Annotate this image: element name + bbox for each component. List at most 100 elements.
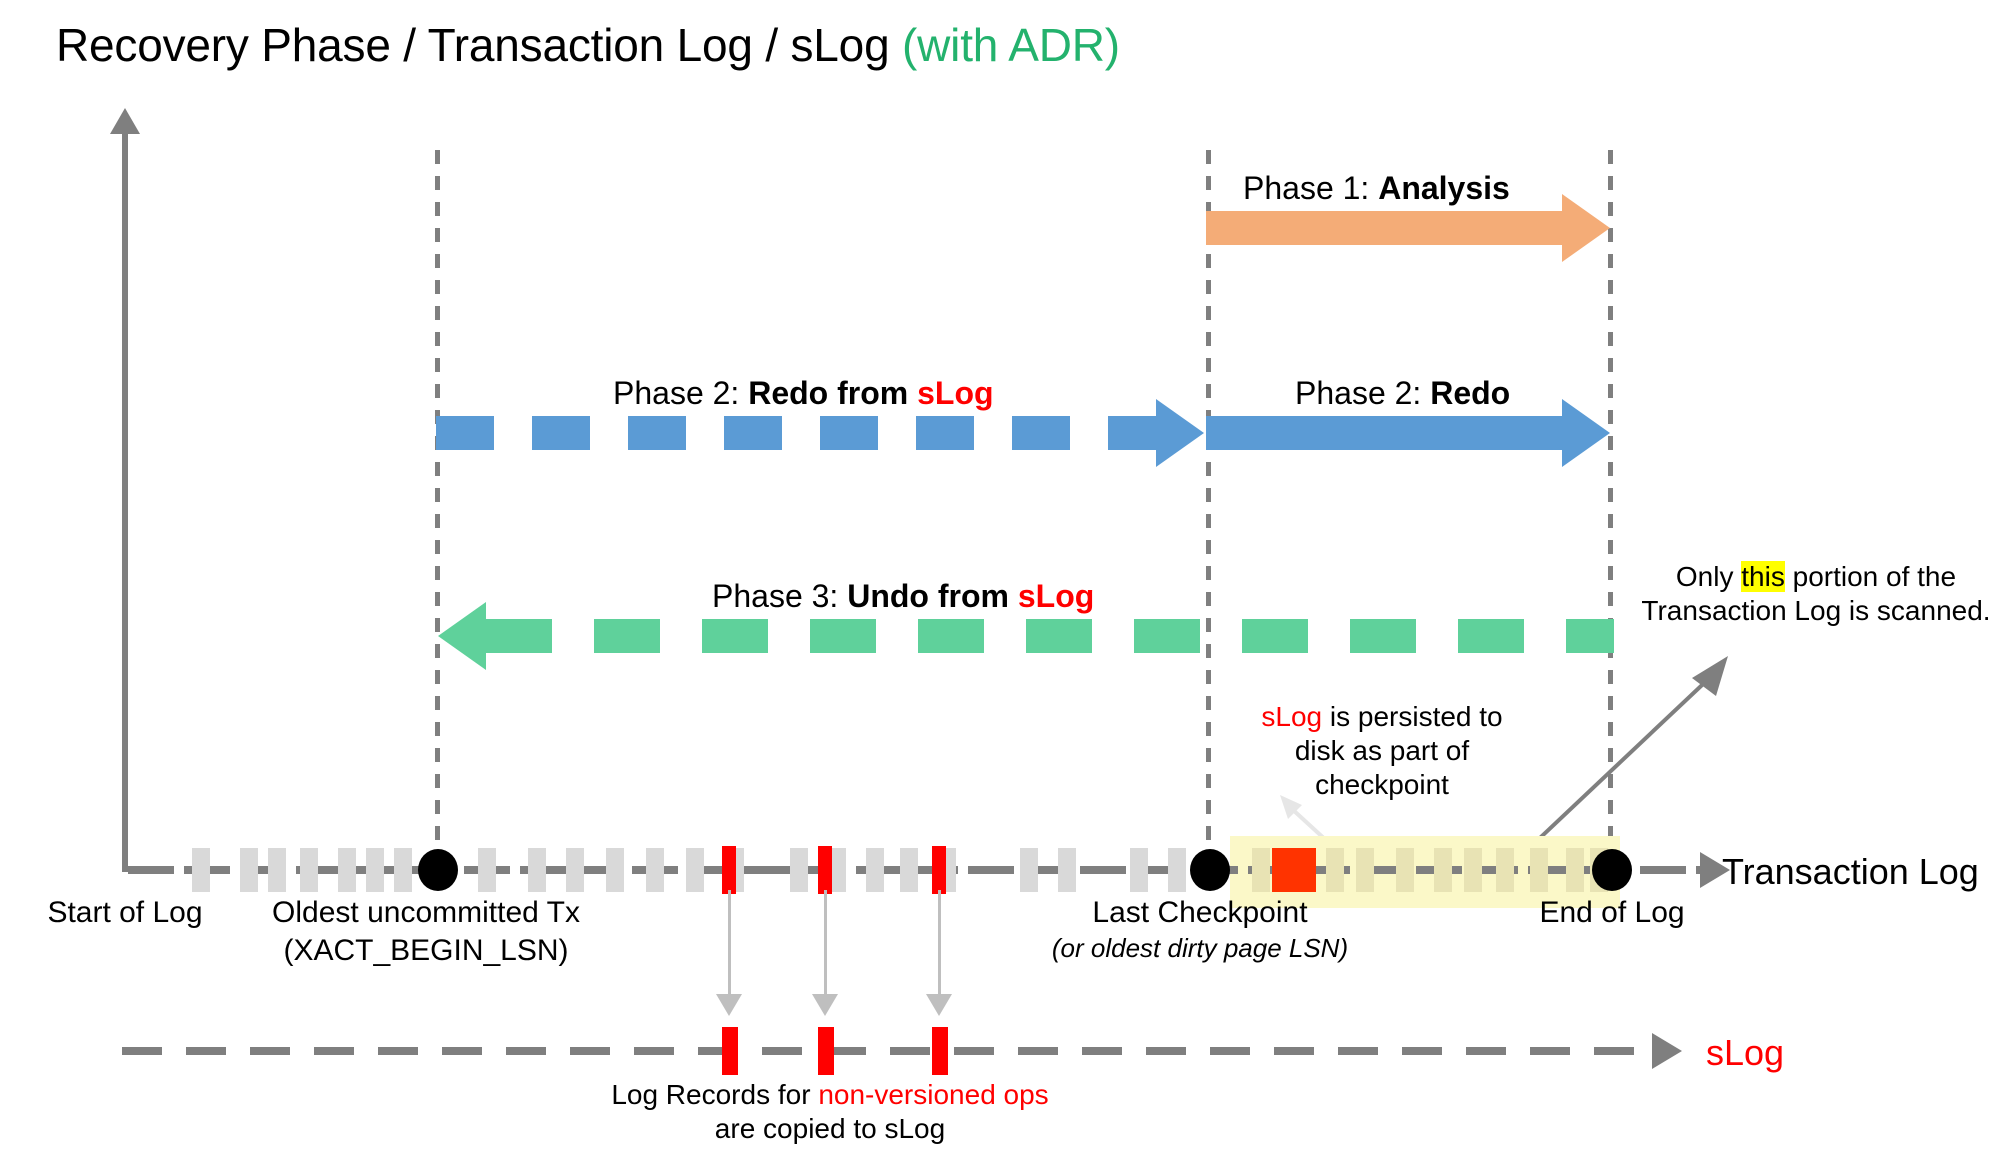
phase-arrow-redo-slog-head xyxy=(1156,399,1204,467)
log-tick-nonversioned xyxy=(722,846,736,894)
phase-undo-slog-name: Undo from xyxy=(847,578,1018,614)
guide-line-oldest-uncommitted xyxy=(435,150,440,872)
transaction-log-label: Transaction Log xyxy=(1722,851,1979,892)
phase-undo-slog-suffix: sLog xyxy=(1017,578,1095,614)
copy-arrow-head xyxy=(812,994,838,1016)
slog-label: sLog xyxy=(1706,1032,1785,1073)
marker-label-start-of-log: Start of Log xyxy=(47,896,203,929)
log-tick xyxy=(646,848,664,892)
log-tick xyxy=(1168,848,1186,892)
marker-dot-last-checkpoint xyxy=(1190,849,1230,891)
log-tick xyxy=(790,848,808,892)
annotation-copy-note: Log Records for non-versioned ops are co… xyxy=(520,1078,1140,1146)
phase-arrow-redo-shaft xyxy=(1206,416,1562,450)
marker-label-last-checkpoint: Last Checkpoint (or oldest dirty page LS… xyxy=(1020,896,1380,964)
log-tick-nonversioned xyxy=(932,846,946,894)
slog-arrowhead xyxy=(1652,1033,1682,1069)
transaction-log-arrowhead xyxy=(1700,852,1730,888)
log-tick xyxy=(1058,848,1076,892)
log-tick xyxy=(1326,848,1344,892)
phase-arrow-analysis-head xyxy=(1562,194,1610,262)
phase-label-analysis: Phase 1: Analysis xyxy=(1243,170,1510,207)
log-tick xyxy=(338,848,356,892)
phase-analysis-name: Analysis xyxy=(1378,170,1510,206)
log-tick xyxy=(366,848,384,892)
copy-arrow-line xyxy=(938,890,941,995)
phase-arrow-analysis xyxy=(1206,194,1610,262)
page-title: Recovery Phase / Transaction Log / sLog … xyxy=(56,18,1120,72)
annotation-copy-line2: are copied to sLog xyxy=(714,1113,946,1145)
annotation-copy-pre: Log Records for xyxy=(611,1079,819,1110)
log-tick xyxy=(1530,848,1548,892)
log-tick xyxy=(1020,848,1038,892)
phase-arrow-undo-shaft xyxy=(486,619,1614,653)
copy-arrow-line xyxy=(824,890,827,995)
log-tick xyxy=(528,848,546,892)
log-tick xyxy=(1566,848,1584,892)
annotation-checkpoint-note: sLog is persisted to disk as part of che… xyxy=(1236,700,1528,802)
slog-record xyxy=(932,1027,948,1075)
marker-label-last-checkpoint-sub: (or oldest dirty page LSN) xyxy=(1051,933,1349,963)
copy-arrow-head xyxy=(716,994,742,1016)
y-axis xyxy=(122,122,128,872)
marker-label-oldest-uncommitted-sub: (XACT_BEGIN_LSN) xyxy=(283,934,569,967)
guide-line-last-checkpoint xyxy=(1206,150,1211,872)
phase-arrow-redo-head xyxy=(1562,399,1610,467)
slog-record xyxy=(818,1027,834,1075)
log-tick xyxy=(300,848,318,892)
phase-arrow-undo-from-slog xyxy=(438,602,1614,670)
log-tick xyxy=(866,848,884,892)
annotation-scan-line2: Transaction Log is scanned. xyxy=(1641,595,1991,627)
log-tick xyxy=(268,848,286,892)
phase-redo-prefix: Phase 2: xyxy=(1295,375,1431,411)
guide-line-end-of-log xyxy=(1608,150,1613,872)
annotation-scan-pre: Only xyxy=(1675,561,1742,592)
phase-label-redo-from-slog: Phase 2: Redo from sLog xyxy=(613,375,994,412)
log-tick xyxy=(1434,848,1452,892)
phase-label-redo: Phase 2: Redo xyxy=(1295,375,1510,412)
phase-redo-slog-name: Redo from xyxy=(748,375,918,411)
log-tick xyxy=(566,848,584,892)
marker-label-end-of-log: End of Log xyxy=(1539,896,1685,929)
log-tick xyxy=(1464,848,1482,892)
page-title-adr: (with ADR) xyxy=(902,19,1120,71)
marker-label-oldest-uncommitted: Oldest uncommitted Tx (XACT_BEGIN_LSN) xyxy=(246,896,606,968)
log-tick xyxy=(1252,848,1270,892)
log-tick xyxy=(1130,848,1148,892)
annotation-checkpoint-rest: is persisted to disk as part of checkpoi… xyxy=(1294,701,1503,801)
phase-redo-slog-suffix: sLog xyxy=(917,375,994,411)
log-tick xyxy=(1396,848,1414,892)
phase-undo-slog-prefix: Phase 3: xyxy=(712,578,848,614)
log-tick xyxy=(828,848,846,892)
copy-arrow-line xyxy=(728,890,731,995)
copy-arrow-head xyxy=(926,994,952,1016)
phase-arrow-analysis-shaft xyxy=(1206,211,1562,245)
annotation-scan-arrow xyxy=(1523,656,1728,854)
phase-arrow-redo-slog-shaft xyxy=(436,416,1156,450)
phase-arrow-redo xyxy=(1206,399,1610,467)
phase-redo-slog-prefix: Phase 2: xyxy=(613,375,749,411)
marker-dot-end-of-log xyxy=(1592,849,1632,891)
slog-record xyxy=(722,1027,738,1075)
log-tick xyxy=(686,848,704,892)
phase-redo-name: Redo xyxy=(1430,375,1511,411)
marker-label-oldest-uncommitted-main: Oldest uncommitted Tx xyxy=(272,896,580,929)
phase-label-undo-from-slog: Phase 3: Undo from sLog xyxy=(712,578,1094,615)
annotation-scan-post: portion of the xyxy=(1784,561,1957,592)
log-tick xyxy=(1356,848,1374,892)
annotation-copy-highlight: non-versioned ops xyxy=(818,1079,1049,1110)
log-tick xyxy=(900,848,918,892)
marker-label-last-checkpoint-main: Last Checkpoint xyxy=(1092,896,1308,929)
log-tick xyxy=(240,848,258,892)
slog-axis xyxy=(122,1047,1652,1055)
annotation-scan-highlight: this xyxy=(1741,561,1785,592)
page-title-main: Recovery Phase / Transaction Log / sLog xyxy=(56,19,903,71)
slog-checkpoint-record xyxy=(1272,848,1316,892)
phase-arrow-undo-head xyxy=(438,602,486,670)
log-tick xyxy=(394,848,412,892)
annotation-scan-note: Only this portion of the Transaction Log… xyxy=(1640,560,1992,628)
phase-arrow-redo-from-slog xyxy=(436,399,1204,467)
annotation-checkpoint-lead: sLog xyxy=(1261,701,1323,732)
log-tick xyxy=(1496,848,1514,892)
log-tick xyxy=(192,848,210,892)
